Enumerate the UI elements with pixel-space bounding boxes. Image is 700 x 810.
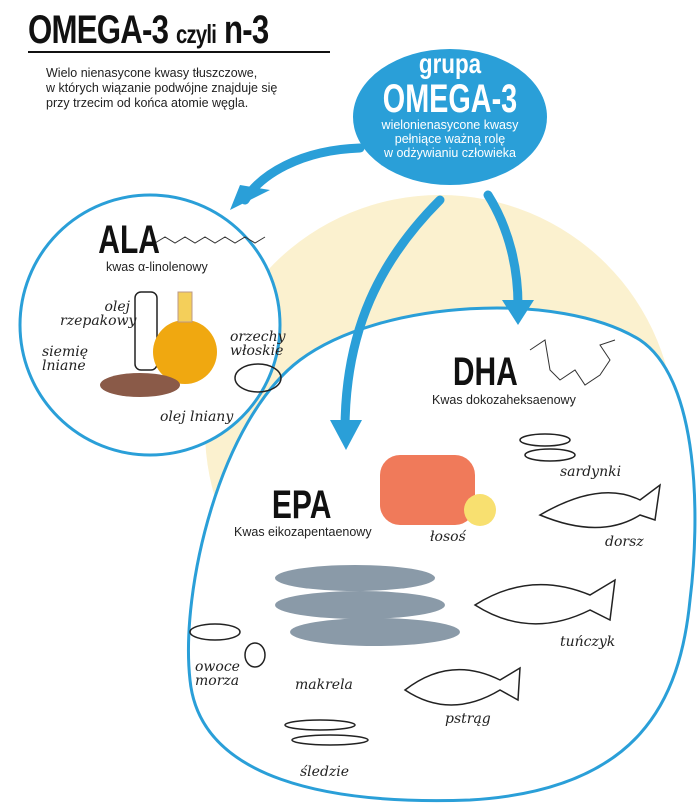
source-flaxseed: siemię lniane (42, 344, 88, 374)
mackerel-icon (275, 565, 460, 646)
arrow-to-epa (340, 195, 445, 435)
source-linseed-oil: olej lniany (160, 409, 234, 425)
fish-sardines: sardynki (560, 464, 622, 480)
page-title: OMEGA-3 czyli n-3 (28, 8, 269, 52)
tuna-icon (473, 578, 616, 625)
description-line: w których wiązanie podwójne znajduje się (46, 81, 278, 95)
herring-icon (284, 719, 356, 731)
bubble-line1: grupa (418, 48, 482, 79)
fish-salmon: łosoś (430, 529, 466, 545)
arrow-to-dha (483, 190, 523, 310)
epa-full-name: Kwas eikozapentaenowy (234, 525, 372, 539)
mussel-icon (244, 642, 266, 668)
salmon-icon (380, 455, 496, 526)
cod-icon (538, 483, 661, 529)
ala-circle (18, 193, 282, 457)
shrimp-icon (189, 623, 241, 641)
arrowhead-epa (330, 420, 362, 450)
oil-jar-icon (153, 320, 217, 384)
dha-label: DHA (452, 350, 518, 394)
description-line: przy trzecim od końca atomie węgla. (46, 96, 249, 110)
arrowhead-dha (502, 300, 534, 325)
bottle-icon (134, 291, 158, 371)
dha-epa-area (186, 306, 697, 803)
dha-full-name: Kwas dokozaheksaenowy (432, 393, 576, 407)
arrowhead-ala (230, 185, 270, 210)
source-rapeseed-oil: olej rzepakowy (60, 299, 137, 329)
bubble-line2: OMEGA-3 (382, 77, 518, 121)
source-walnuts: orzechy włoskie (230, 329, 286, 359)
bubble-desc: w odżywianiu człowieka (383, 146, 516, 160)
ala-label: ALA (98, 218, 160, 262)
description-line: Wielo nienasycone kwasy tłuszczowe, (46, 66, 258, 80)
ala-molecule-icon (154, 236, 266, 244)
walnut-icon (234, 363, 282, 393)
jar-neck (177, 291, 193, 323)
bubble-desc: pełniące ważną rolę (394, 132, 506, 146)
fish-mackerel: makrela (295, 677, 353, 693)
bubble-desc: wielonienasycone kwasy (381, 118, 519, 132)
epa-label: EPA (271, 483, 332, 527)
fish-herring: śledzie (300, 764, 350, 780)
fish-cod: dorsz (605, 534, 644, 550)
sardine-icon (519, 433, 571, 447)
omega3-bubble (353, 49, 547, 185)
fish-seafood: owoce morza (195, 659, 240, 689)
ala-full-name: kwas α-linolenowy (106, 260, 208, 274)
flaxseed-icon (100, 373, 180, 397)
description: Wielo nienasycone kwasy tłuszczowe, w kt… (46, 66, 326, 111)
fish-trout: pstrąg (445, 711, 491, 727)
fish-tuna: tuńczyk (560, 634, 616, 650)
trout-icon (403, 666, 521, 706)
dha-molecule-icon (529, 339, 616, 386)
omega3-bubble-text: grupa OMEGA-3 wielonienasycone kwasy peł… (355, 48, 545, 160)
